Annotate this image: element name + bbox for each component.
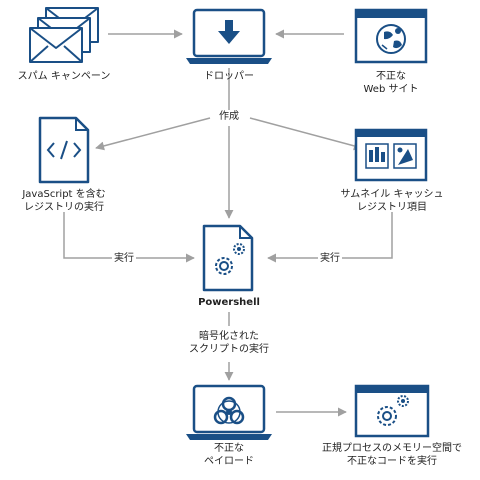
javascript-registry-label: JavaScript を含む レジストリの実行: [22, 189, 106, 213]
download-arrow-icon: [186, 8, 272, 64]
execute-left-edge-label: 実行: [112, 252, 136, 265]
memory-execution-label: 正規プロセスのメモリー空間で 不正なコードを実行: [322, 443, 462, 467]
envelope-stack-icon: [29, 7, 99, 63]
encrypted-script-edge-label: 暗号化された スクリプトの実行: [187, 330, 271, 356]
biohazard-icon: [186, 384, 272, 440]
edge-create-to-thumbnail: [249, 117, 363, 151]
create-edge-label: 作成: [217, 110, 241, 123]
edge-javascript-to-powershell: [63, 212, 195, 263]
thumbnail-cache-label: サムネイル キャッシュ レジストリ項目: [340, 189, 444, 213]
malicious-website-label: 不正な Web サイト: [363, 71, 419, 95]
thumbnail-window-icon: [354, 128, 428, 182]
edge-create-to-javascript: [95, 117, 211, 151]
code-file-icon: [38, 116, 90, 184]
gear-window-icon: [354, 384, 430, 438]
dropper-label: ドロッパー: [204, 71, 254, 82]
execute-right-edge-label: 実行: [318, 252, 342, 265]
powershell-label: Powershell: [198, 297, 260, 308]
spam-campaign-label: スパム キャンペーン: [17, 71, 111, 82]
gear-file-icon: [202, 224, 254, 292]
edges: [63, 29, 393, 417]
edge-thumbnail-to-powershell: [267, 212, 393, 263]
malicious-web-globe-icon: [354, 8, 428, 64]
malicious-payload-label: 不正な ペイロード: [204, 443, 254, 467]
